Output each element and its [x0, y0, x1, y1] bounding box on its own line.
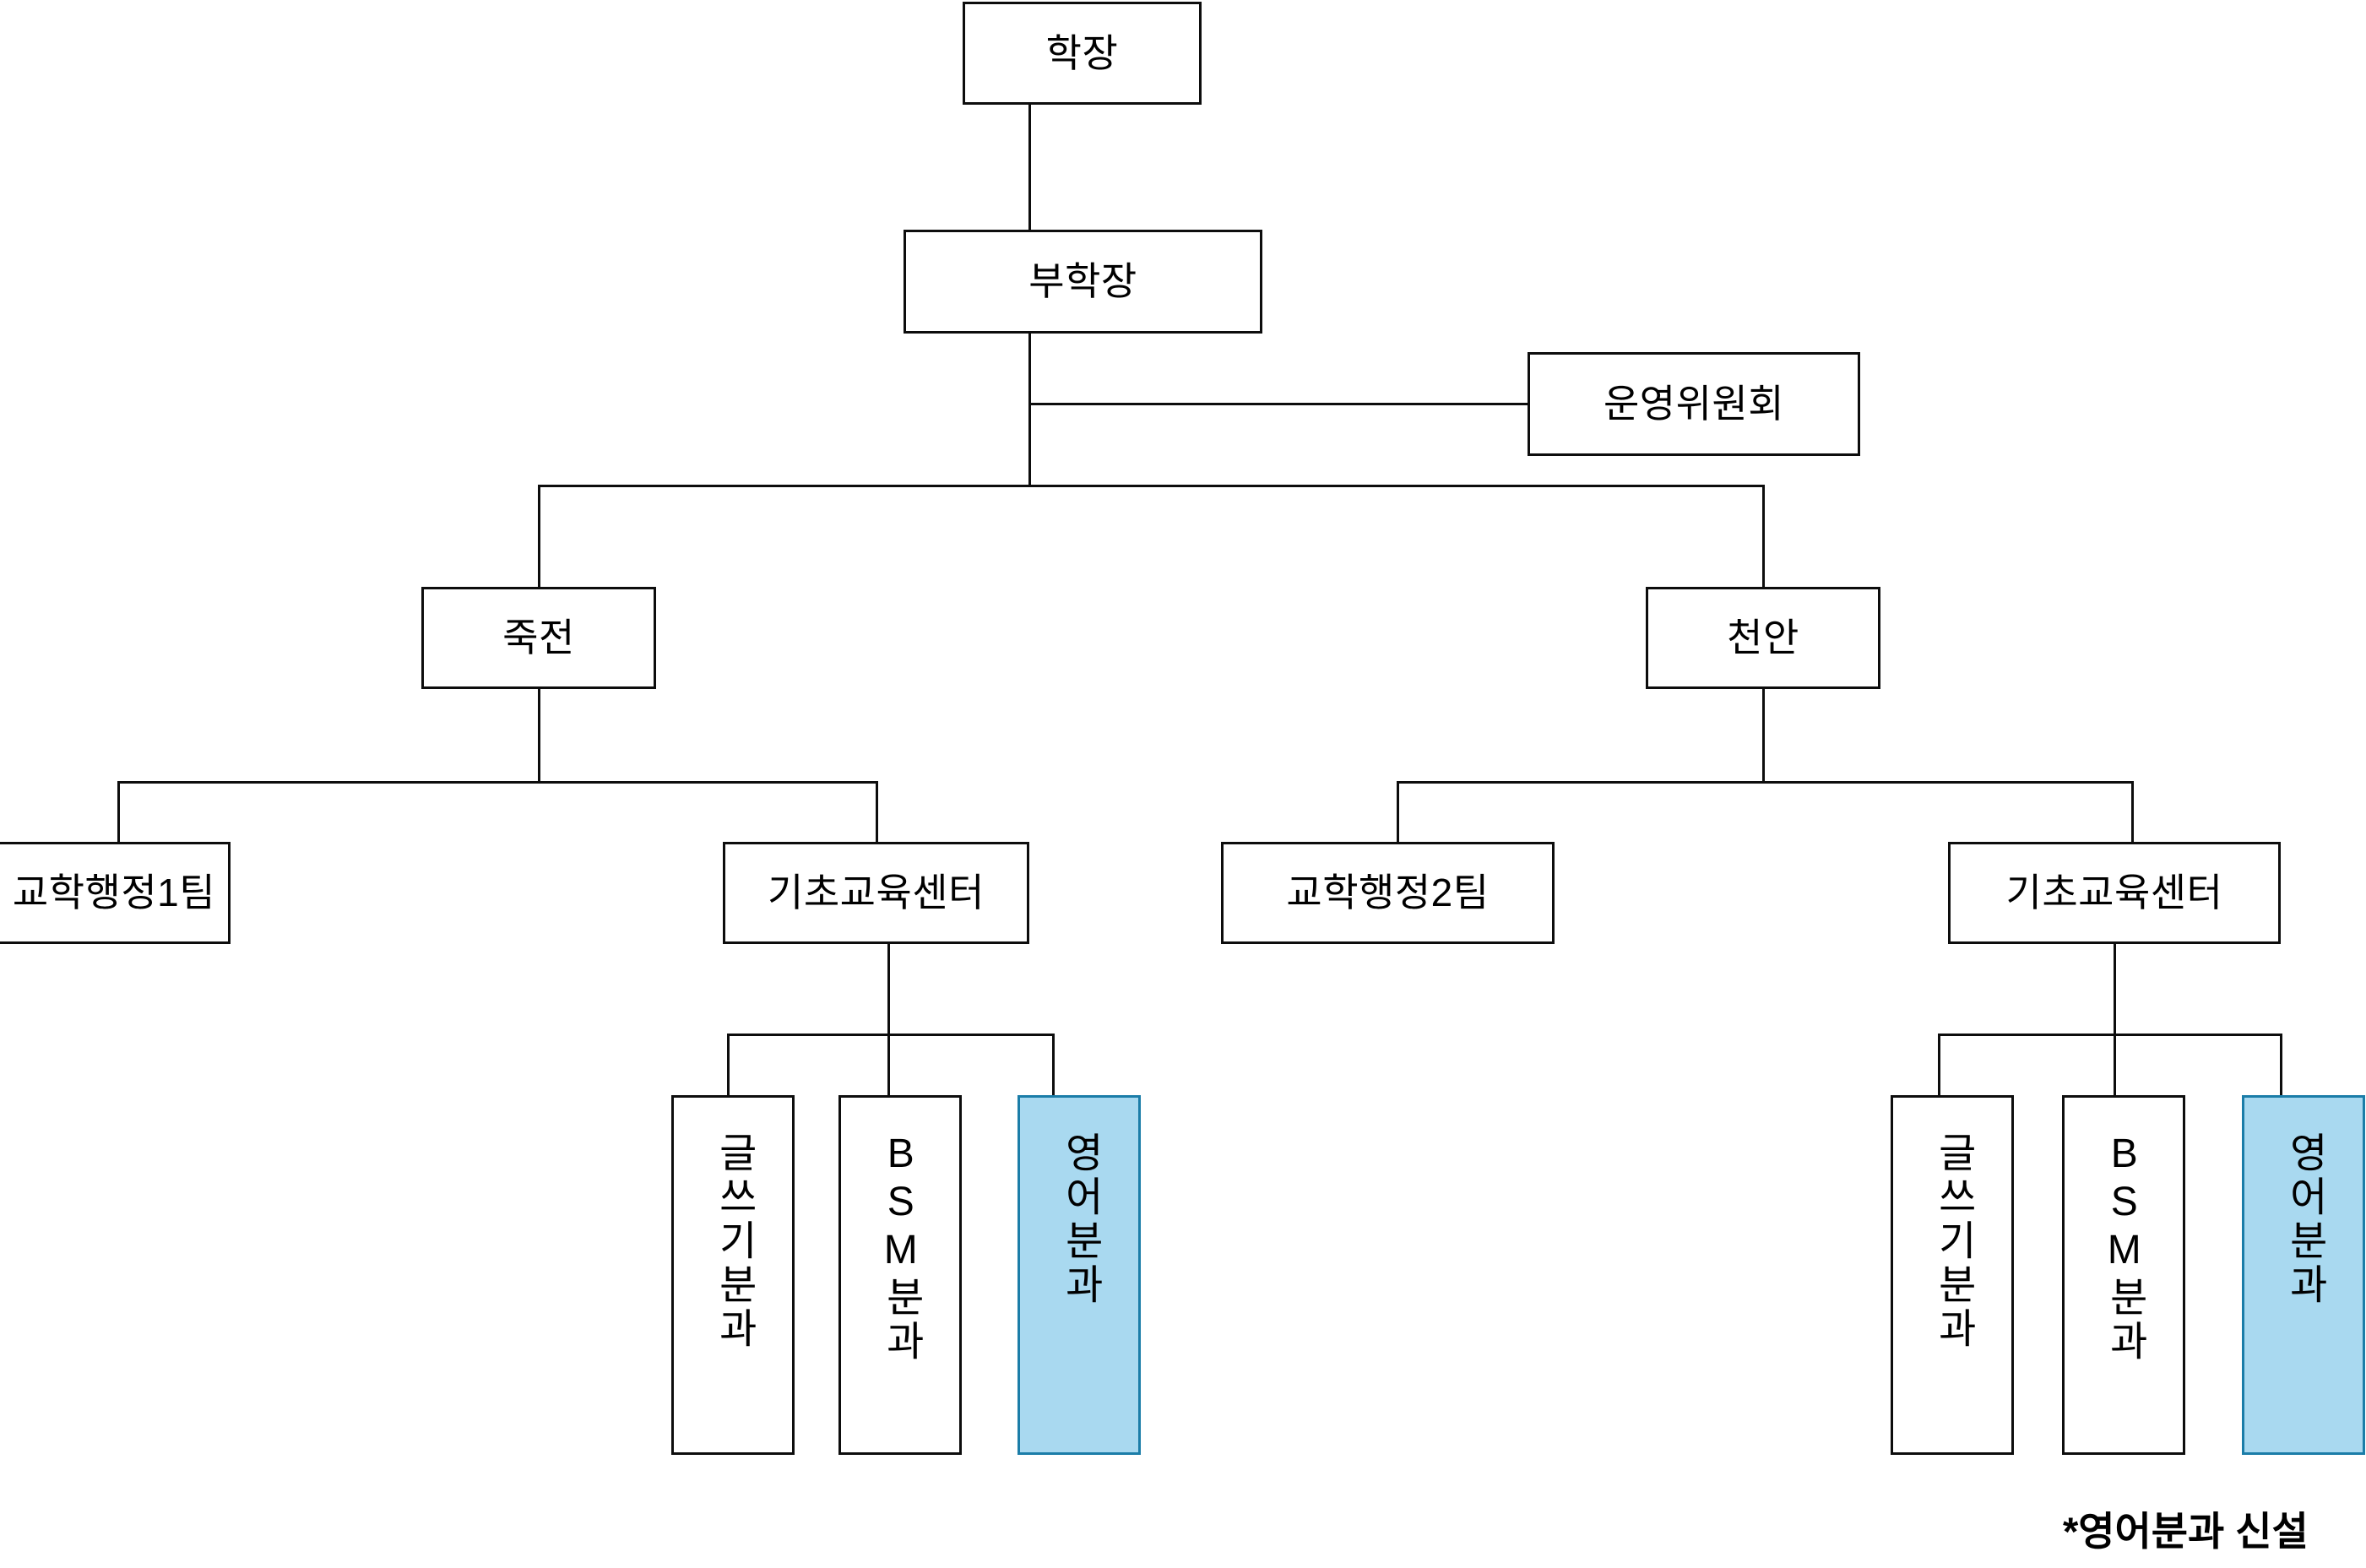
node-center-jukjeon[interactable]: 기초교육센터 [723, 842, 1029, 944]
connector-bar-to-center-right [2131, 781, 2134, 843]
connector-left-div3 [1052, 1034, 1055, 1097]
node-vice-dean[interactable]: 부학장 [904, 230, 1262, 334]
connector-bar-to-cheonan [1762, 485, 1765, 588]
connector-right-div2 [2114, 1034, 2116, 1097]
connector-left-div1 [727, 1034, 730, 1097]
node-campus-jukjeon[interactable]: 죽전 [421, 587, 656, 689]
node-center-cheonan[interactable]: 기초교육센터 [1948, 842, 2281, 944]
node-center-jukjeon-label: 기초교육센터 [768, 871, 985, 915]
node-admin-team-2[interactable]: 교학행정2팀 [1221, 842, 1555, 944]
node-division-right-bsm[interactable]: BSM분과 [2062, 1095, 2185, 1455]
connector-divisions-left-bar [727, 1034, 1055, 1036]
connector-right-div1 [1938, 1034, 1940, 1097]
connector-bar-to-admin1 [117, 781, 120, 843]
node-division-right-writing-label: 글쓰기분과 [1930, 1131, 1976, 1351]
connector-cheonan-children-bar [1397, 781, 2134, 784]
connector-campus-bar [538, 485, 1765, 487]
node-division-left-writing[interactable]: 글쓰기분과 [671, 1095, 795, 1455]
node-center-cheonan-label: 기초교육센터 [2005, 871, 2223, 915]
connector-bar-to-jukjeon [538, 485, 540, 588]
connector-center-left-down [887, 943, 890, 1034]
node-steering-committee[interactable]: 운영위원회 [1528, 352, 1860, 456]
connector-right-div3 [2280, 1034, 2282, 1097]
node-division-left-writing-label: 글쓰기분과 [711, 1131, 757, 1351]
node-dean-label: 학장 [1045, 30, 1119, 75]
node-division-right-english[interactable]: 영어분과 [2242, 1095, 2365, 1455]
connector-dean-to-vicedean [1028, 105, 1031, 230]
node-division-left-english[interactable]: 영어분과 [1017, 1095, 1141, 1455]
node-division-left-bsm[interactable]: BSM분과 [838, 1095, 962, 1455]
node-campus-jukjeon-label: 죽전 [502, 616, 575, 660]
node-vice-dean-label: 부학장 [1028, 259, 1137, 304]
node-steering-committee-label: 운영위원회 [1603, 382, 1785, 426]
connector-center-right-down [2114, 943, 2116, 1034]
node-division-right-bsm-label: BSM분과 [2102, 1131, 2147, 1364]
connector-left-div2 [887, 1034, 890, 1097]
connector-bar-to-admin2 [1397, 781, 1399, 843]
node-admin-team-1-label: 교학행정1팀 [12, 871, 216, 915]
node-division-right-english-label: 영어분과 [2282, 1131, 2327, 1307]
connector-jukjeon-children-bar [117, 781, 878, 784]
node-admin-team-2-label: 교학행정2팀 [1286, 871, 1490, 915]
footnote-new-english-division: *영어분과 신설 [2063, 1509, 2309, 1554]
connector-jukjeon-down [538, 688, 540, 783]
node-admin-team-1[interactable]: 교학행정1팀 [0, 842, 231, 944]
connector-cheonan-down [1762, 688, 1765, 783]
connector-vicedean-to-committee [1028, 403, 1528, 405]
node-dean[interactable]: 학장 [963, 2, 1202, 105]
node-campus-cheonan[interactable]: 천안 [1646, 587, 1880, 689]
node-division-left-english-label: 영어분과 [1057, 1131, 1103, 1307]
connector-divisions-right-bar [1938, 1034, 2282, 1036]
connector-bar-to-center-left [876, 781, 878, 843]
node-division-right-writing[interactable]: 글쓰기분과 [1891, 1095, 2014, 1455]
node-campus-cheonan-label: 천안 [1727, 616, 1799, 660]
connector-vicedean-trunk [1028, 334, 1031, 487]
node-division-left-bsm-label: BSM분과 [878, 1131, 924, 1364]
